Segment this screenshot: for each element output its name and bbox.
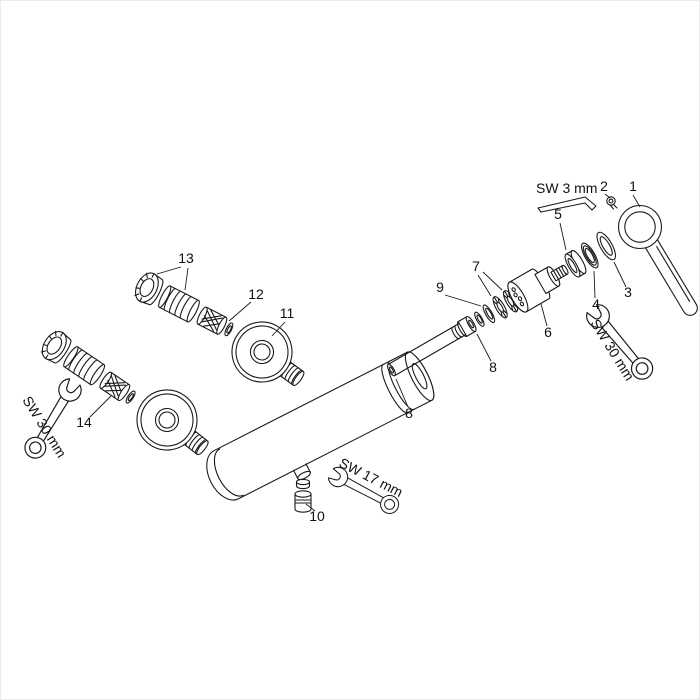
- leader-line-9: [444, 294, 482, 307]
- callout-9: 9: [436, 279, 444, 295]
- leader-line-6: [540, 303, 548, 327]
- leader-line-10: [305, 503, 316, 512]
- callout-10: 10: [309, 508, 325, 524]
- leader-lines: [89, 193, 641, 512]
- part-10-check-valve: [294, 490, 312, 513]
- callout-5: 5: [554, 206, 562, 222]
- part-8-seal-ring: [474, 311, 485, 327]
- part-1-handle-cap: [617, 204, 663, 250]
- callout-13: 13: [178, 250, 194, 266]
- part-3-ring: [596, 231, 617, 261]
- part-9-ring: [482, 304, 496, 324]
- tool-label-allen-key: SW 3 mm: [536, 180, 597, 196]
- allen-key-icon: [537, 196, 597, 213]
- leader-line-1: [632, 194, 641, 208]
- mixer-body: [206, 351, 435, 501]
- callout-1: 1: [629, 178, 637, 194]
- part-8-connection-pipe: [387, 315, 477, 377]
- callout-4: 4: [592, 296, 600, 312]
- leader-line-4: [593, 270, 596, 299]
- callout-2: 2: [600, 178, 608, 194]
- leader-line-14: [89, 395, 112, 418]
- callout-3: 3: [624, 284, 632, 300]
- leader-line-2: [604, 193, 611, 199]
- callout-numbers: 1 2 3 4 5 6 7 8 8 9 10 11 12 13 14: [76, 178, 637, 524]
- outlet-washer: [295, 478, 311, 490]
- leader-line-8-seal: [476, 333, 492, 362]
- part-1-handle-lever: [644, 238, 698, 316]
- callout-11: 11: [280, 305, 295, 321]
- part-5-ring: [564, 250, 587, 278]
- outlet-stub: [292, 463, 311, 480]
- cartridge-axis-parts: [387, 231, 617, 377]
- leader-line-8-tube: [395, 378, 409, 408]
- part-2-screw: [606, 196, 618, 210]
- leader-line-3: [613, 261, 627, 288]
- leader-line-12: [228, 301, 252, 322]
- part-6-cartridge: [507, 264, 569, 313]
- part-4-threaded-ring: [581, 242, 599, 269]
- leader-line-13: [156, 266, 189, 291]
- callout-14: 14: [76, 414, 92, 430]
- callout-7: 7: [472, 258, 480, 274]
- callout-6: 6: [544, 324, 552, 340]
- callout-8-tube: 8: [405, 405, 413, 421]
- leader-line-11: [271, 321, 286, 337]
- callout-8-seal: 8: [489, 359, 497, 375]
- leader-line-7: [477, 271, 503, 297]
- part-7-screen-rings: [492, 290, 519, 319]
- leader-line-5: [559, 222, 567, 251]
- callout-12: 12: [248, 286, 264, 302]
